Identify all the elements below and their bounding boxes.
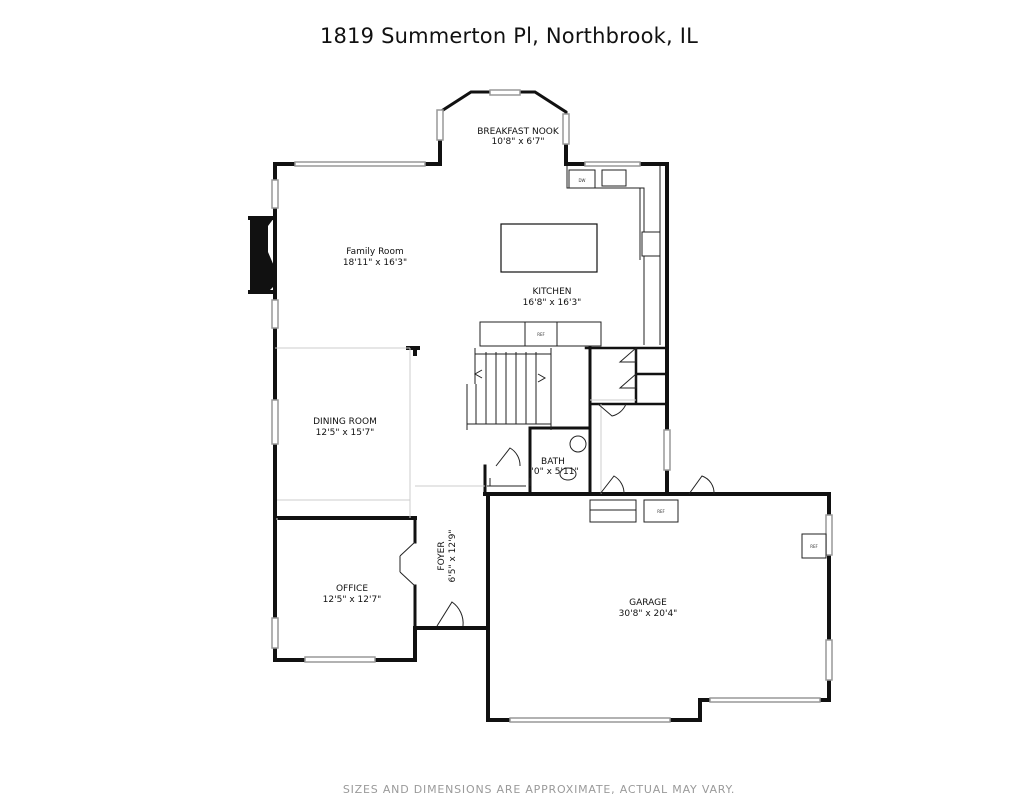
door-garage-2 — [688, 475, 715, 495]
room-labels: BREAKFAST NOOK 10'8" x 6'7" Family Room … — [313, 127, 677, 619]
window — [271, 617, 279, 649]
room-name-foyer: FOYER — [437, 541, 447, 570]
staircase — [466, 348, 552, 430]
room-dims-office: 12'5" x 12'7" — [323, 595, 382, 605]
room-dims-garage: 30'8" x 20'4" — [619, 609, 678, 619]
page-title: 1819 Summerton Pl, Northbrook, IL — [319, 24, 699, 48]
door-front — [436, 601, 464, 627]
door-bath — [495, 447, 521, 467]
bath-fixtures — [559, 435, 587, 481]
storage-shelf — [487, 478, 531, 487]
window — [271, 299, 279, 329]
kitchen-cabinets — [479, 166, 661, 347]
room-name-office: OFFICE — [336, 584, 368, 594]
room-name-dining-room: DINING ROOM — [313, 417, 377, 427]
garage-wall — [483, 492, 831, 722]
range-icon — [641, 231, 661, 257]
window — [825, 639, 833, 681]
window — [294, 161, 426, 167]
ref-garage-label: REF — [657, 509, 665, 514]
garage-steps — [589, 499, 637, 523]
window — [663, 429, 671, 471]
door-closet — [618, 346, 637, 389]
window — [489, 89, 521, 96]
window — [562, 113, 570, 145]
room-dims-dining-room: 12'5" x 15'7" — [316, 428, 375, 438]
room-name-bath: BATH — [541, 457, 565, 467]
window — [825, 514, 833, 556]
door-hall — [597, 403, 627, 417]
garage-fixtures — [487, 478, 827, 559]
dishwasher — [568, 169, 596, 189]
window — [304, 656, 376, 663]
room-name-garage: GARAGE — [629, 598, 667, 608]
room-dims-bath: '0" x 5'11" — [531, 467, 578, 477]
room-dims-breakfast-nook: 10'8" x 6'7" — [492, 137, 545, 147]
window — [436, 109, 444, 141]
door-garage — [599, 475, 625, 495]
exterior-wall-left — [273, 162, 487, 662]
walls — [248, 90, 831, 722]
sink-icon — [601, 169, 627, 187]
room-dims-family-room: 18'11" x 16'3" — [343, 258, 407, 268]
refrigerator-garage-2 — [801, 533, 827, 559]
disclaimer: SIZES AND DIMENSIONS ARE APPROXIMATE, AC… — [342, 783, 736, 796]
fireplace-icon — [250, 218, 274, 292]
room-name-family-room: Family Room — [346, 247, 403, 257]
window — [271, 179, 279, 209]
room-name-breakfast-nook: BREAKFAST NOOK — [477, 127, 560, 137]
dishwasher-label: DW — [578, 178, 585, 183]
counter-run — [566, 166, 661, 345]
refrigerator-kitchen — [524, 321, 558, 347]
ref-garage-2-label: REF — [810, 544, 818, 549]
room-dividers — [275, 347, 636, 520]
ref-kitchen-label: REF — [537, 332, 545, 337]
door-office — [399, 541, 416, 587]
sink-icon — [569, 435, 587, 453]
window — [271, 399, 279, 445]
room-dims-foyer: 6'5" x 12'9" — [448, 530, 458, 583]
window — [584, 161, 641, 167]
room-dims-kitchen: 16'8" x 16'3" — [523, 298, 582, 308]
toilet-icon — [559, 467, 577, 481]
window — [709, 697, 821, 703]
windows — [271, 89, 833, 723]
window — [509, 717, 671, 723]
refrigerator-garage-1 — [643, 499, 679, 523]
kitchen-island — [500, 223, 598, 273]
doors — [399, 346, 715, 627]
room-name-kitchen: KITCHEN — [533, 287, 572, 297]
